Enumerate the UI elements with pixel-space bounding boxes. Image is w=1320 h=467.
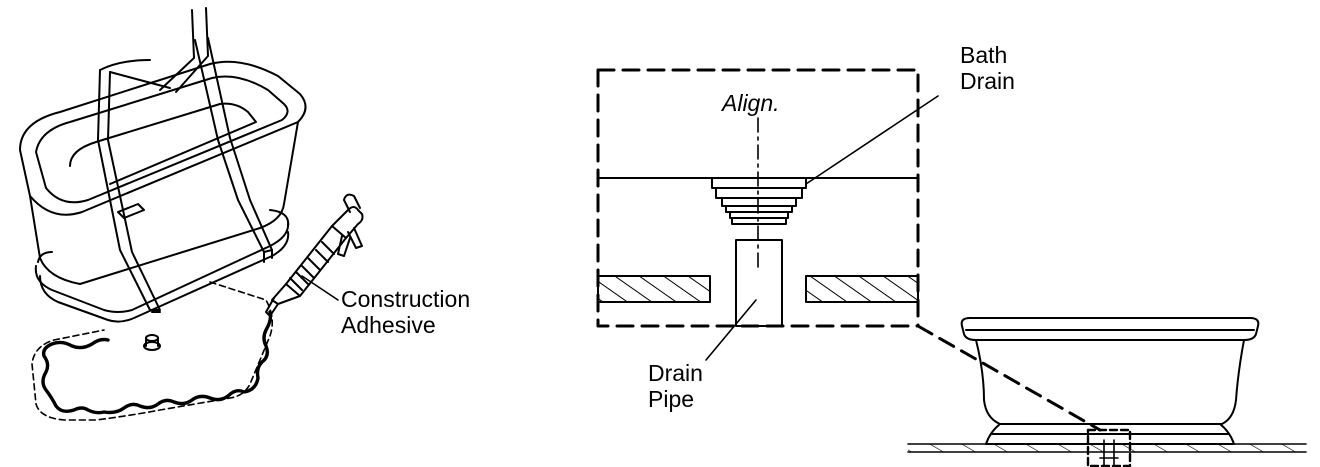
tub-rim-top bbox=[960, 317, 1260, 341]
subfloor-left bbox=[597, 275, 711, 303]
bath-drain-assembly bbox=[711, 177, 807, 225]
caulk-gun-handle bbox=[337, 235, 351, 257]
tub-plinth-lower bbox=[39, 231, 290, 323]
footprint-dashed-outline bbox=[31, 281, 274, 421]
leader-bath-drain bbox=[805, 95, 939, 185]
leader-drain-pipe bbox=[705, 299, 757, 361]
inset-dashed-frame bbox=[596, 68, 920, 328]
strap-front-right bbox=[217, 137, 273, 253]
label-pipe-word: Pipe bbox=[648, 386, 695, 412]
adhesive-bead bbox=[41, 310, 273, 415]
strap-top-center bbox=[159, 7, 209, 93]
tub-basin bbox=[69, 102, 257, 185]
strap-front-left bbox=[97, 139, 161, 311]
label-drain: Drain bbox=[960, 68, 1015, 94]
tub-wall bbox=[29, 121, 299, 285]
installed-tub-illustration bbox=[907, 317, 1307, 467]
drain-pipe bbox=[735, 239, 783, 327]
floor-hatch bbox=[908, 444, 1306, 452]
tub-body bbox=[975, 339, 1245, 425]
label-drain-word: Drain bbox=[648, 360, 703, 386]
caulk-gun-frame bbox=[331, 206, 364, 239]
label-align: Align. bbox=[722, 90, 780, 116]
label-bath-drain: Bath Drain bbox=[960, 42, 1015, 94]
drain-callout-box bbox=[1086, 428, 1132, 467]
tub-rim-outer bbox=[19, 60, 307, 216]
zoom-connector bbox=[916, 324, 1102, 432]
floor-drain-stub bbox=[143, 334, 161, 351]
label-adhesive: Adhesive bbox=[341, 312, 436, 338]
strap-top-left bbox=[97, 69, 111, 141]
tub-overflow-slot bbox=[117, 203, 145, 219]
tub-plinth bbox=[34, 221, 290, 313]
drain-detail-inset bbox=[596, 68, 939, 361]
strap-top-right bbox=[194, 37, 231, 141]
label-bath: Bath bbox=[960, 42, 1008, 68]
drain-under-floor bbox=[1099, 439, 1119, 467]
tub-rim-inner bbox=[35, 75, 289, 204]
label-construction: Construction bbox=[341, 286, 471, 312]
caulk-nozzle bbox=[271, 283, 301, 305]
subfloor-right bbox=[805, 275, 919, 303]
lifted-tub-illustration bbox=[19, 7, 364, 421]
caulk-gun-illustration bbox=[265, 193, 364, 317]
strap-front-right-lower bbox=[263, 249, 273, 263]
label-drain-pipe: Drain Pipe bbox=[648, 360, 703, 412]
leader-construction-adhesive bbox=[301, 275, 339, 301]
caulk-gun-rod bbox=[343, 193, 361, 213]
strap-top-cross bbox=[99, 59, 171, 89]
label-construction-adhesive: Construction Adhesive bbox=[341, 286, 470, 338]
